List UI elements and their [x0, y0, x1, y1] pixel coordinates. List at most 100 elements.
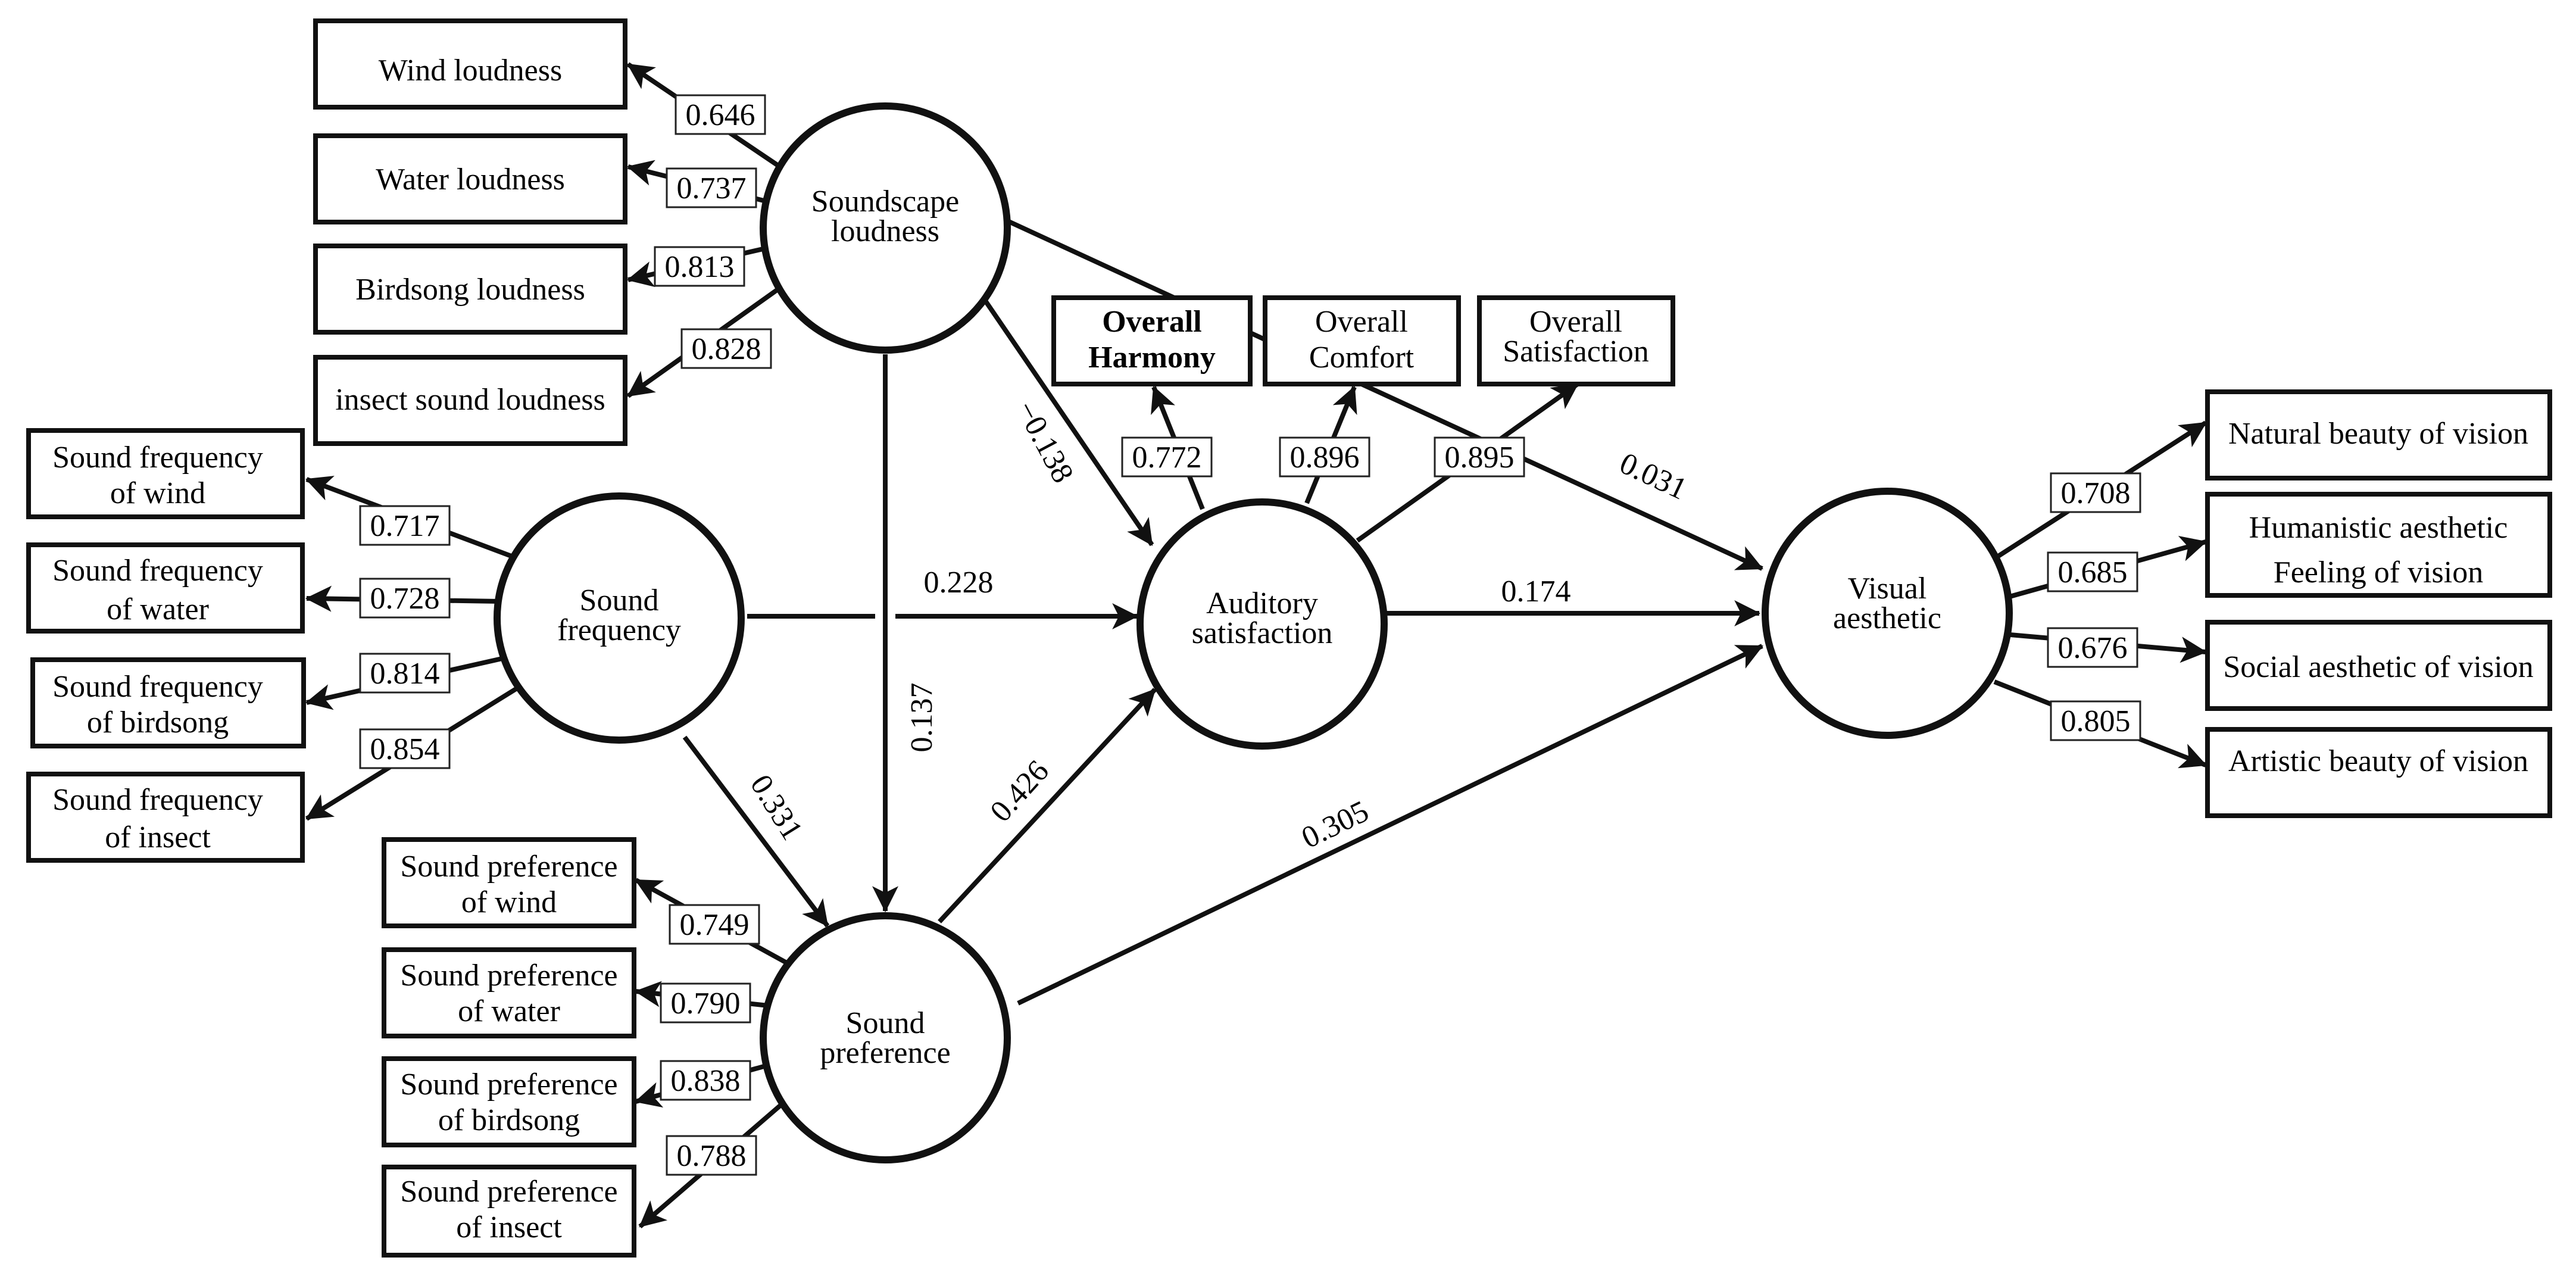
weight-wind-loudness: 0.646	[675, 94, 766, 135]
weight-humanistic: 0.685	[2047, 551, 2138, 592]
path-preference-visual	[1017, 644, 1763, 1006]
weight-water-loudness: 0.737	[666, 167, 757, 208]
latent-loudness-line-2: loudness	[831, 214, 939, 248]
structural-paths	[682, 218, 1763, 1006]
coef-loudness-satisfaction: −0.138	[1009, 395, 1080, 488]
indicator-birdsong-loudness-label: Birdsong loudness	[355, 273, 585, 307]
path-preference-satisfaction	[938, 688, 1157, 923]
latent-preference-line-1: Sound	[846, 1006, 925, 1040]
weight-pref-birdsong-value: 0.838	[671, 1064, 741, 1098]
latent-preference-line-2: preference	[820, 1036, 950, 1070]
weight-social-value: 0.676	[2058, 631, 2128, 665]
indicator-pref-insect-line-2: of insect	[456, 1210, 562, 1244]
indicator-wind-loudness-label: Wind loudness	[379, 54, 562, 88]
indicator-freq-wind-line-2: of wind	[110, 476, 205, 510]
latent-visual-aesthetic: Visual aesthetic	[1762, 488, 2013, 739]
indicator-overall-harmony: Overall Harmony	[1051, 295, 1253, 386]
weight-freq-water: 0.728	[359, 578, 451, 619]
indicator-comfort-line-1: Overall	[1315, 305, 1408, 339]
latent-frequency-line-1: Sound	[580, 584, 659, 617]
latent-satisfaction-line-2: satisfaction	[1192, 616, 1333, 650]
weight-freq-insect: 0.854	[359, 728, 451, 769]
weight-pref-insect-value: 0.788	[677, 1139, 747, 1173]
latent-visual-line-1: Visual	[1848, 572, 1927, 606]
indicator-natural-beauty-label: Natural beauty of vision	[2228, 417, 2528, 451]
indicator-satisfaction-line-1: Overall	[1529, 305, 1622, 339]
indicator-pref-wind-line-2: of wind	[461, 885, 557, 919]
indicator-freq-wind: Sound frequency of wind	[26, 428, 305, 519]
indicator-insect-loudness-label: insect sound loudness	[335, 383, 605, 417]
weight-freq-birdsong: 0.814	[359, 653, 451, 694]
indicator-insect-loudness: insect sound loudness	[313, 355, 627, 446]
indicator-social-label: Social aesthetic of vision	[2223, 650, 2533, 684]
path-frequency-preference	[682, 735, 830, 928]
indicator-humanistic-line-2: Feeling of vision	[2274, 556, 2483, 589]
indicator-overall-comfort: Overall Comfort	[1263, 295, 1461, 386]
indicator-freq-wind-line-1: Sound frequency	[52, 441, 263, 475]
weight-freq-insect-value: 0.854	[370, 732, 440, 766]
weight-natural-beauty: 0.708	[2050, 472, 2141, 513]
weight-overall-comfort: 0.896	[1279, 436, 1370, 478]
coef-frequency-preference: 0.331	[744, 769, 809, 846]
indicator-birdsong-loudness: Birdsong loudness	[313, 244, 627, 335]
latent-auditory-satisfaction: Auditory satisfaction	[1136, 498, 1388, 750]
weight-pref-wind: 0.749	[669, 904, 760, 945]
indicator-social: Social aesthetic of vision	[2205, 620, 2552, 711]
latent-soundscape-loudness: Soundscape loudness	[760, 102, 1011, 354]
weight-artistic: 0.805	[2050, 700, 2141, 741]
indicator-pref-birdsong: Sound preference of birdsong	[382, 1056, 636, 1147]
indicator-humanistic: Humanistic aesthetic Feeling of vision	[2205, 492, 2552, 598]
indicator-pref-water-line-2: of water	[458, 994, 560, 1028]
latent-frequency-line-2: frequency	[557, 613, 681, 647]
weight-pref-wind-value: 0.749	[680, 908, 750, 942]
weight-insect-loudness: 0.828	[680, 328, 772, 369]
indicator-freq-water: Sound frequency of water	[26, 542, 305, 634]
indicator-water-loudness: Water loudness	[313, 133, 627, 224]
weight-social: 0.676	[2047, 627, 2138, 668]
indicator-freq-water-line-1: Sound frequency	[52, 554, 263, 588]
indicator-satisfaction-line-2: Satisfaction	[1503, 335, 1649, 369]
weight-birdsong-loudness: 0.813	[654, 246, 745, 287]
indicator-pref-insect: Sound preference of insect	[382, 1165, 636, 1258]
weight-freq-birdsong-value: 0.814	[370, 657, 440, 691]
indicator-natural-beauty: Natural beauty of vision	[2205, 389, 2552, 481]
indicator-pref-water-line-1: Sound preference	[400, 959, 617, 993]
latent-satisfaction-line-1: Auditory	[1206, 586, 1318, 620]
indicator-freq-birdsong: Sound frequency of birdsong	[30, 657, 306, 748]
loading-weights: 0.646 0.737 0.813 0.828 0.717 0.728 0.81…	[359, 94, 2141, 1176]
indicator-pref-birdsong-line-2: of birdsong	[438, 1103, 580, 1137]
indicator-pref-water: Sound preference of water	[382, 947, 636, 1038]
path-loudness-satisfaction	[983, 299, 1154, 547]
latent-visual-line-2: aesthetic	[1833, 601, 1941, 635]
weight-pref-birdsong: 0.838	[660, 1060, 751, 1101]
coef-frequency-satisfaction: 0.228	[924, 566, 994, 600]
weight-natural-beauty-value: 0.708	[2061, 476, 2131, 510]
indicator-artistic: Artistic beauty of vision	[2205, 727, 2552, 818]
weight-overall-harmony: 0.772	[1121, 436, 1213, 478]
indicator-comfort-line-2: Comfort	[1309, 341, 1415, 375]
weight-pref-water: 0.790	[660, 982, 751, 1024]
indicator-freq-water-line-2: of water	[107, 592, 209, 626]
indicator-pref-wind: Sound preference of wind	[382, 837, 636, 928]
indicator-pref-birdsong-line-1: Sound preference	[400, 1068, 617, 1102]
weight-artistic-value: 0.805	[2061, 704, 2131, 738]
indicator-pref-insect-line-1: Sound preference	[400, 1175, 617, 1209]
indicator-artistic-label: Artistic beauty of vision	[2228, 744, 2528, 778]
indicator-freq-insect-line-1: Sound frequency	[52, 783, 263, 817]
coef-loudness-preference: 0.137	[905, 683, 939, 753]
indicator-overall-satisfaction: Overall Satisfaction	[1477, 295, 1675, 386]
weight-wind-loudness-value: 0.646	[686, 98, 755, 132]
weight-freq-wind-value: 0.717	[370, 509, 440, 543]
latent-loudness-line-1: Soundscape	[811, 185, 959, 219]
indicator-harmony-line-1: Overall	[1102, 305, 1202, 339]
path-loudness-visual	[1005, 218, 1763, 571]
weight-freq-water-value: 0.728	[370, 582, 440, 616]
weight-water-loudness-value: 0.737	[677, 171, 747, 205]
indicator-water-loudness-label: Water loudness	[376, 163, 565, 196]
coef-preference-satisfaction: 0.426	[983, 754, 1056, 828]
indicator-freq-birdsong-line-2: of birdsong	[87, 706, 229, 740]
weight-pref-insect: 0.788	[666, 1135, 757, 1176]
indicator-freq-insect: Sound frequency of insect	[26, 772, 305, 863]
weight-comfort-value: 0.896	[1290, 441, 1360, 475]
